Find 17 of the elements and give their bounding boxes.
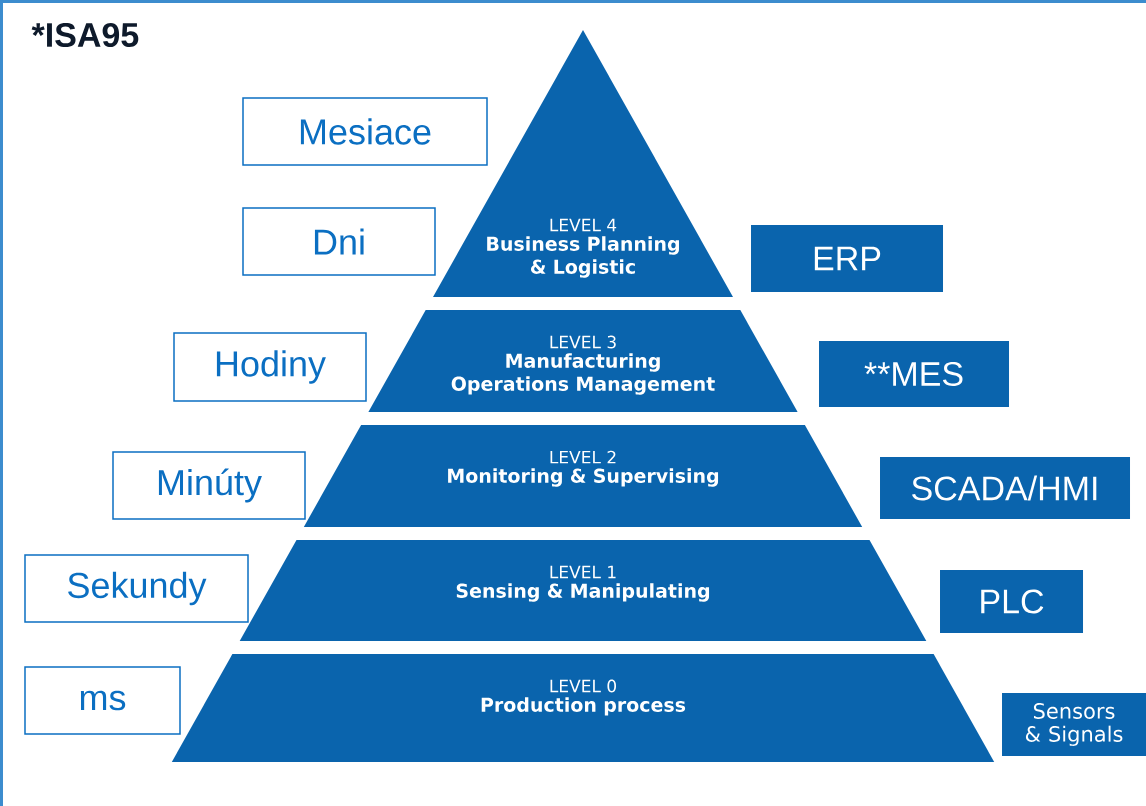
system-box: ERP [751, 225, 943, 292]
system-box: SCADA/HMI [880, 457, 1130, 519]
system-box: **MES [819, 341, 1009, 407]
pyramid-level: LEVEL 2 Monitoring & Supervising [303, 425, 863, 527]
time-scale-box: Sekundy [24, 554, 249, 623]
system-box: PLC [940, 570, 1083, 633]
pyramid-level: LEVEL 1 Sensing & Manipulating [239, 540, 927, 641]
title: *ISA95 [31, 22, 139, 48]
time-scale-box: Minúty [112, 451, 306, 520]
pyramid-level: LEVEL 4 Business Planning & Logistic [433, 30, 733, 297]
time-scale-box: Mesiace [242, 97, 488, 166]
time-scale-box: Hodiny [173, 332, 367, 402]
pyramid-level: LEVEL 0 Production process [171, 654, 995, 762]
pyramid-level: LEVEL 3 Manufacturing Operations Management [368, 310, 798, 412]
time-scale-box: ms [24, 666, 181, 735]
system-box: Sensors & Signals [1002, 693, 1146, 756]
time-scale-box: Dni [242, 207, 436, 276]
